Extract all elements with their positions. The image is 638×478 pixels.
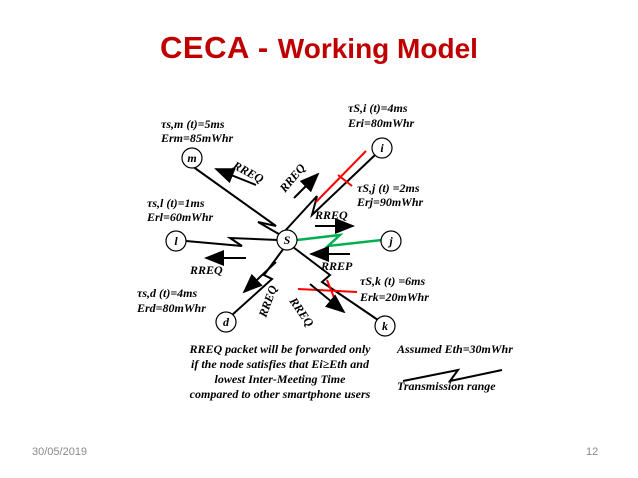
label-rreq-i: RREQ <box>276 161 309 196</box>
svg-text:S: S <box>284 233 291 247</box>
annotation-l-tau: τs,l (t)=1ms <box>147 196 205 210</box>
label-rreq-l: RREQ <box>189 263 223 277</box>
svg-text:k: k <box>382 319 388 333</box>
label-rreq-k: RREQ <box>286 294 317 330</box>
node-d: d <box>215 311 237 333</box>
node-k: k <box>374 315 396 337</box>
svg-text:m: m <box>187 151 196 165</box>
annotation-m-energy: Erm=85mWhr <box>160 131 234 145</box>
node-i: i <box>371 137 393 159</box>
link-s-i <box>283 154 376 233</box>
annotation-m-tau: τs,m (t)=5ms <box>161 117 225 131</box>
label-rrep-j: RREP <box>320 259 353 273</box>
legend-lightning-symbol <box>402 368 503 383</box>
annotation-k-energy: Erk=20mWhr <box>359 290 429 304</box>
svg-text:d: d <box>223 315 230 329</box>
label-rreq-d: RREQ <box>255 283 280 320</box>
arrow-rreq-i <box>293 172 320 199</box>
annotation-i-energy: Eri=80mWhr <box>347 116 415 130</box>
annotation-d-energy: Erd=80mWhr <box>136 301 206 315</box>
annotation-l-energy: Erl=60mWhr <box>146 210 214 224</box>
note-line-1: RREQ packet will be forwarded only <box>189 342 372 356</box>
annotation-d-tau: τs,d (t)=4ms <box>137 286 197 300</box>
annotation-k-tau: τS,k (t) =6ms <box>360 274 425 288</box>
slide-title: CECA - Working Model <box>0 30 638 66</box>
annotation-i-tau: τS,i (t)=4ms <box>348 101 408 115</box>
title-main: CECA - <box>160 30 278 65</box>
svg-text:i: i <box>380 141 384 155</box>
legend-transmission-range: Transmission range <box>397 379 496 393</box>
arrow-rreq-m <box>214 168 257 186</box>
reject-mark-i-cross <box>337 174 353 187</box>
node-s: S <box>276 229 298 251</box>
arrow-rreq-d <box>242 261 277 294</box>
link-s-m <box>191 165 285 238</box>
node-j: j <box>380 230 402 252</box>
link-s-d <box>231 247 285 316</box>
annotation-j-energy: Erj=90mWhr <box>356 195 424 209</box>
note-line-3: lowest Inter-Meeting Time <box>215 372 347 386</box>
footer-date: 30/05/2019 <box>32 446 88 458</box>
link-s-l <box>185 236 279 247</box>
reject-mark-k <box>297 288 358 293</box>
title-sub: Working Model <box>277 33 478 64</box>
note-line-4: compared to other smartphone users <box>190 387 371 401</box>
link-s-j <box>296 233 383 248</box>
arrow-rreq-k <box>309 283 346 314</box>
note-assumed-threshold: Assumed Eth=30mWhr <box>396 342 513 356</box>
note-line-2: if the node satisfies that Ei≥Eth and <box>191 357 370 371</box>
annotation-j-tau: τS,j (t) =2ms <box>357 181 420 195</box>
label-rreq-j: RREQ <box>314 208 348 222</box>
node-m: m <box>181 147 203 169</box>
svg-text:l: l <box>174 234 178 248</box>
svg-text:j: j <box>387 234 393 248</box>
node-l: l <box>165 230 187 252</box>
footer-page-number: 12 <box>586 446 599 458</box>
